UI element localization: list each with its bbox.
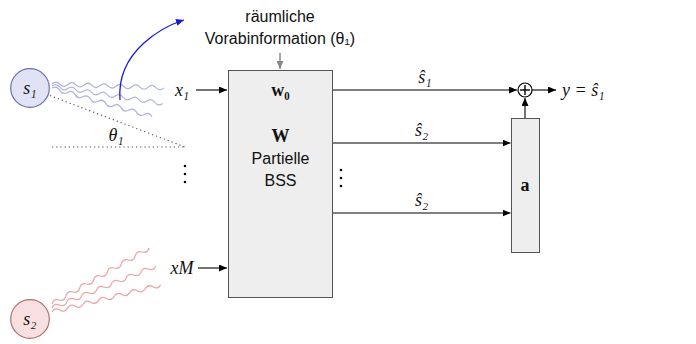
input-arrow [198, 267, 227, 268]
sound-waves-s1 [51, 82, 164, 119]
direction-line [46, 94, 185, 147]
ellipsis-dots [340, 169, 343, 188]
wave-line [51, 86, 152, 119]
output-label: y = ŝ₁ [562, 80, 604, 100]
signal-name: ŝ₂ [413, 190, 430, 210]
sum-junction [518, 83, 532, 97]
label-anchor: θ₁ [106, 125, 125, 145]
node-text: s₂ [23, 309, 36, 329]
signal-name: ŝ₂ [413, 120, 430, 140]
node-text: a [521, 175, 530, 195]
node-text: w₀ [271, 80, 289, 100]
signal-name: xM [171, 258, 194, 278]
label-anchor: y = ŝ₁ [562, 80, 604, 100]
node-text: s₁ [23, 78, 36, 98]
dot [184, 181, 187, 184]
signal-name: x₁ [175, 80, 189, 100]
signal-arrow [333, 142, 511, 143]
source-circle: s₁ [10, 68, 50, 108]
label-anchor: ŝ₂ [413, 120, 430, 140]
reference-line [52, 146, 185, 147]
output-arrow [333, 89, 517, 90]
wave-line [52, 82, 164, 90]
dot [340, 177, 343, 180]
node-text: Partielle BSS [236, 148, 326, 192]
ellipsis-dots [184, 165, 187, 184]
label-anchor: xM [171, 258, 194, 278]
bss-block: w₀ WPartielle BSS [228, 70, 333, 298]
circle-shape [11, 69, 50, 108]
input-arrow [196, 89, 227, 90]
label-anchor: x₁ [175, 80, 189, 100]
label-anchor: ŝ₂ [413, 190, 430, 210]
source-circle: s₂ [10, 299, 50, 339]
prior-input-arrow [279, 53, 281, 69]
label-anchor: räumliche Vorabinformation (θ₁) [190, 6, 370, 50]
wave-line [52, 84, 163, 105]
signal-arrow [333, 212, 511, 213]
sum-plus [524, 85, 525, 95]
dot [340, 169, 343, 172]
angle-label: θ₁ [106, 125, 125, 145]
prior-info-arrow [120, 20, 184, 100]
dot [184, 165, 187, 168]
wave-line [51, 246, 150, 305]
wave-line [51, 264, 156, 310]
node-text: W [272, 126, 290, 146]
correction-arrow [524, 98, 525, 118]
prior-info-label: räumliche Vorabinformation (θ₁) [190, 6, 370, 50]
output-arrow [532, 89, 556, 90]
filter-block: a [511, 118, 540, 253]
label-anchor: ŝ₁ [418, 67, 431, 87]
circle-shape [11, 300, 50, 339]
sound-waves-s2 [51, 246, 161, 314]
dot [184, 173, 187, 176]
dot [340, 185, 343, 188]
signal-name: ŝ₁ [418, 67, 431, 87]
